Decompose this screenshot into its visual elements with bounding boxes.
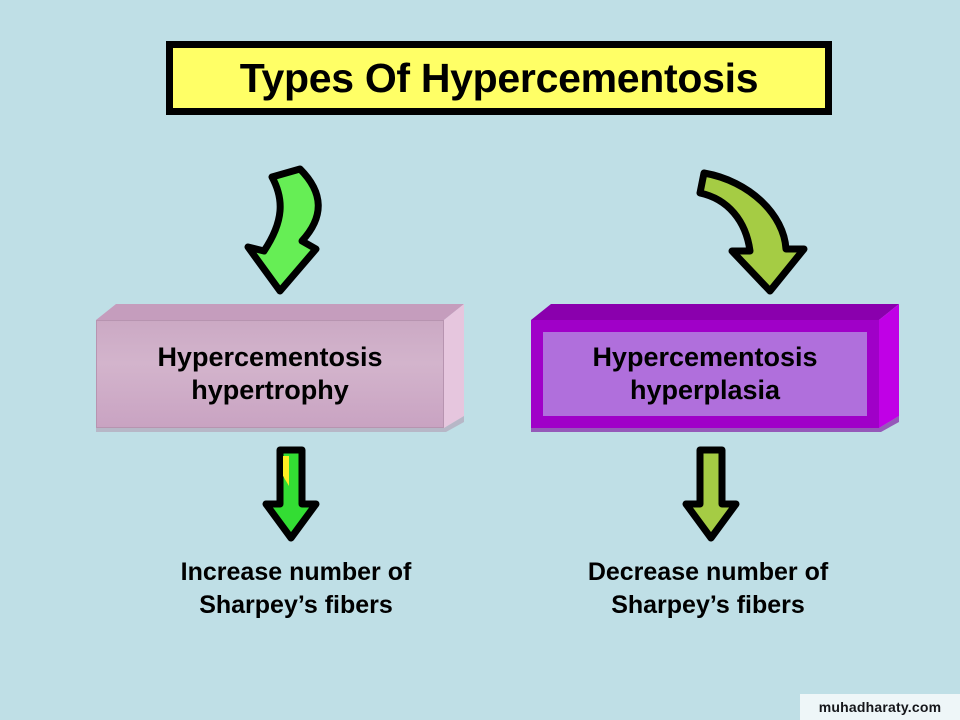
watermark: muhadharaty.com (800, 694, 960, 720)
caption-increase-sharpeys-fibers: Increase number of Sharpey’s fibers (180, 558, 412, 619)
slide-title-box: Types Of Hypercementosis (166, 41, 832, 115)
box-3d-shape-left (96, 304, 464, 432)
arrow-down-left-icon (256, 446, 326, 542)
concept-box-hyperplasia: Hypercementosis hyperplasia (531, 304, 899, 432)
concept-box-face-left: Hypercementosis hypertrophy (96, 320, 444, 428)
page-title: Types Of Hypercementosis (239, 54, 759, 101)
concept-box-face-right: Hypercementosis hyperplasia (531, 320, 879, 428)
box-3d-shape-right (531, 304, 899, 432)
curved-arrow-down-left-icon (228, 163, 344, 297)
concept-box-hypertrophy: Hypercementosis hypertrophy (96, 304, 464, 432)
arrow-down-right-icon (676, 446, 746, 542)
concept-box-label-hyperplasia: Hypercementosis hyperplasia (592, 342, 818, 405)
concept-box-label-hypertrophy: Hypercementosis hypertrophy (157, 342, 383, 405)
caption-decrease-sharpeys-fibers: Decrease number of Sharpey’s fibers (587, 558, 829, 619)
curved-arrow-down-right-icon (688, 163, 824, 297)
concept-box-inner-right: Hypercementosis hyperplasia (543, 332, 867, 416)
watermark-text: muhadharaty.com (818, 699, 942, 715)
